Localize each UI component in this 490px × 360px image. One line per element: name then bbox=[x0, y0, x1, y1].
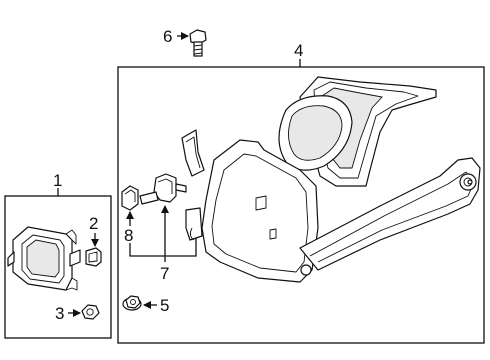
bolt-part bbox=[189, 29, 207, 57]
sensor-group-box bbox=[4, 188, 112, 339]
radar-sensor-module bbox=[7, 226, 81, 291]
height-sensor-part bbox=[139, 173, 187, 205]
connector-part bbox=[121, 185, 139, 211]
callout-8: 8 bbox=[124, 226, 133, 245]
sensor-bracket bbox=[181, 76, 481, 283]
leader-lines bbox=[68, 32, 197, 317]
bracket-group-box bbox=[117, 59, 485, 344]
callout-2: 2 bbox=[89, 214, 98, 233]
callout-3: 3 bbox=[55, 304, 64, 323]
callout-6: 6 bbox=[163, 27, 172, 46]
flange-nut-part bbox=[122, 295, 142, 311]
nut-part bbox=[81, 304, 100, 320]
callout-4: 4 bbox=[294, 41, 303, 60]
clip-part bbox=[85, 247, 102, 267]
callout-5: 5 bbox=[160, 296, 169, 315]
callout-1: 1 bbox=[53, 171, 62, 190]
callout-7: 7 bbox=[160, 264, 169, 283]
